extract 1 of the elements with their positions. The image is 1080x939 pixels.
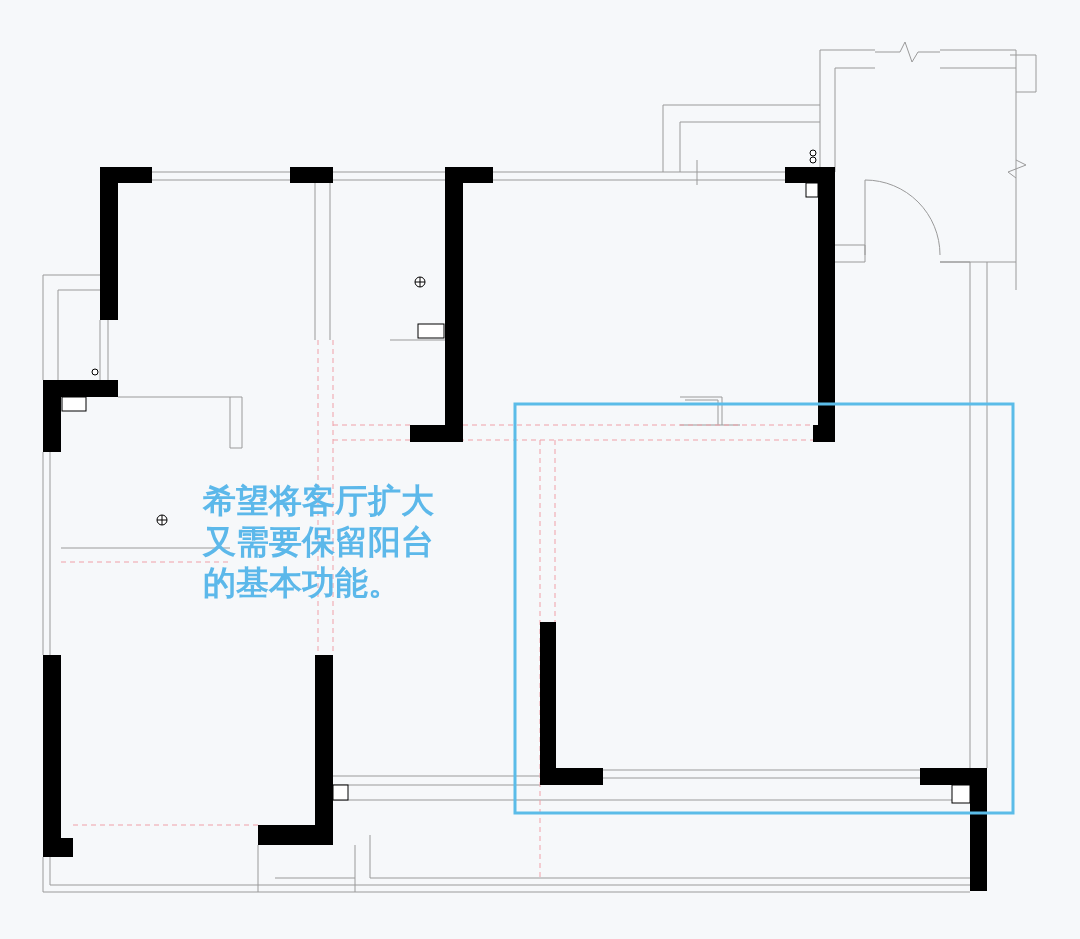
annotation-text: 希望将客厅扩大又需要保留阳台的基本功能。 <box>203 480 434 603</box>
